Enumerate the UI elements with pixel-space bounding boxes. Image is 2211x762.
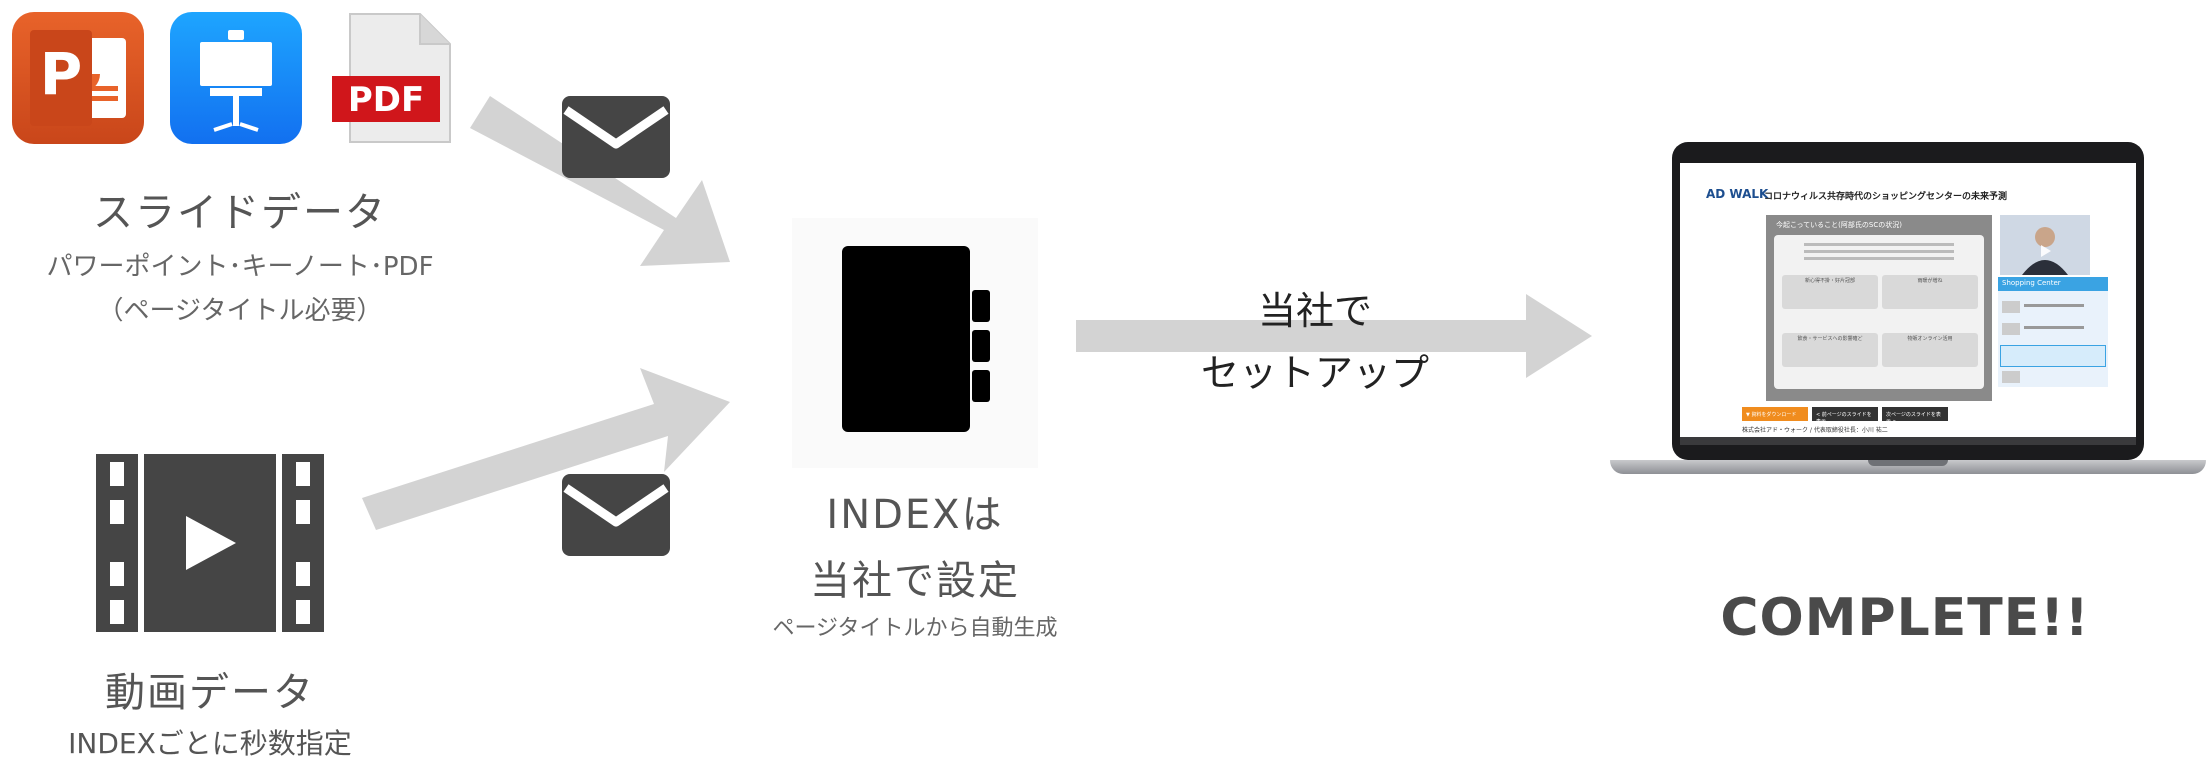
slide-box: 雨暖が増ね <box>1882 275 1978 309</box>
site-logo: AD WALK <box>1706 187 1769 201</box>
arrow-slides-to-index <box>470 96 730 266</box>
index-subtitle: ページタイトルから自動生成 <box>772 616 1058 641</box>
next-slide-button[interactable]: 次ページのスライドを表示 > <box>1882 407 1948 425</box>
laptop-base <box>1610 460 2206 474</box>
video-data-title: 動画データ <box>105 670 315 716</box>
slide-data-note: （ページタイトル必要） <box>97 296 383 326</box>
index-title-line1: INDEXは <box>826 492 1004 538</box>
slide-data-title: スライドデータ <box>93 190 387 236</box>
prev-slide-button[interactable]: < 前ページのスライドを表示 <box>1812 407 1878 425</box>
slide-box: 新心得不掛・好片冠部 <box>1782 275 1878 309</box>
sidebar-header: Shopping Center <box>2002 279 2061 287</box>
slide-box: 物販オンライン活用 <box>1882 333 1978 367</box>
setup-label-line1: 当社で <box>1257 289 1372 333</box>
complete-label: COMPLETE!! <box>1720 588 2090 648</box>
svg-text:P: P <box>40 40 83 108</box>
slide-box: 飲食・サービスへの影響確ど <box>1782 333 1878 367</box>
slide-heading: 今起こっていること(阿部氏のSCの状況) <box>1776 221 1902 229</box>
setup-label-line2: セットアップ <box>1200 351 1429 395</box>
laptop-notch <box>1868 460 1948 466</box>
company-footer: 株式会社アド・ウォーク / 代表取締役社長：小川 祐二 <box>1742 427 1888 434</box>
envelope-icon <box>562 96 670 178</box>
powerpoint-icon: P <box>12 12 144 144</box>
slide-content: 新心得不掛・好片冠部 雨暖が増ね 飲食・サービスへの影響確ど 物販オンライン活用 <box>1774 235 1984 389</box>
laptop-display: AD WALK コロナウィルス共存時代のショッピングセンターの未来予測 今起こっ… <box>1680 163 2136 445</box>
keynote-icon <box>170 12 302 144</box>
pdf-file-icon: PDF <box>332 12 452 144</box>
arrow-video-to-index <box>362 368 730 530</box>
laptop-mockup: AD WALK コロナウィルス共存時代のショッピングセンターの未来予測 今起こっ… <box>1610 142 2206 487</box>
index-title-line2: 当社で設定 <box>810 558 1020 604</box>
slide-viewer: 今起こっていること(阿部氏のSCの状況) 新心得不掛・好片冠部 雨暖が増ね 飲食… <box>1766 215 1992 401</box>
envelope-icon <box>562 474 670 556</box>
index-binder-icon <box>842 246 990 432</box>
site-page-title: コロナウィルス共存時代のショッピングセンターの未来予測 <box>1764 192 2008 202</box>
presenter-video[interactable] <box>2000 215 2090 275</box>
browser-download-bar <box>1680 437 2136 445</box>
svg-text:PDF: PDF <box>348 80 424 120</box>
slide-data-subtitle: パワーポイント･キーノート･PDF <box>46 252 434 282</box>
video-film-icon <box>96 454 324 632</box>
index-sidebar[interactable]: Shopping Center <box>1998 277 2108 387</box>
video-data-subtitle: INDEXごとに秒数指定 <box>68 727 352 760</box>
download-button[interactable]: ▼ 資料をダウンロード <box>1742 407 1808 421</box>
arrow-index-to-laptop <box>1076 294 1592 378</box>
